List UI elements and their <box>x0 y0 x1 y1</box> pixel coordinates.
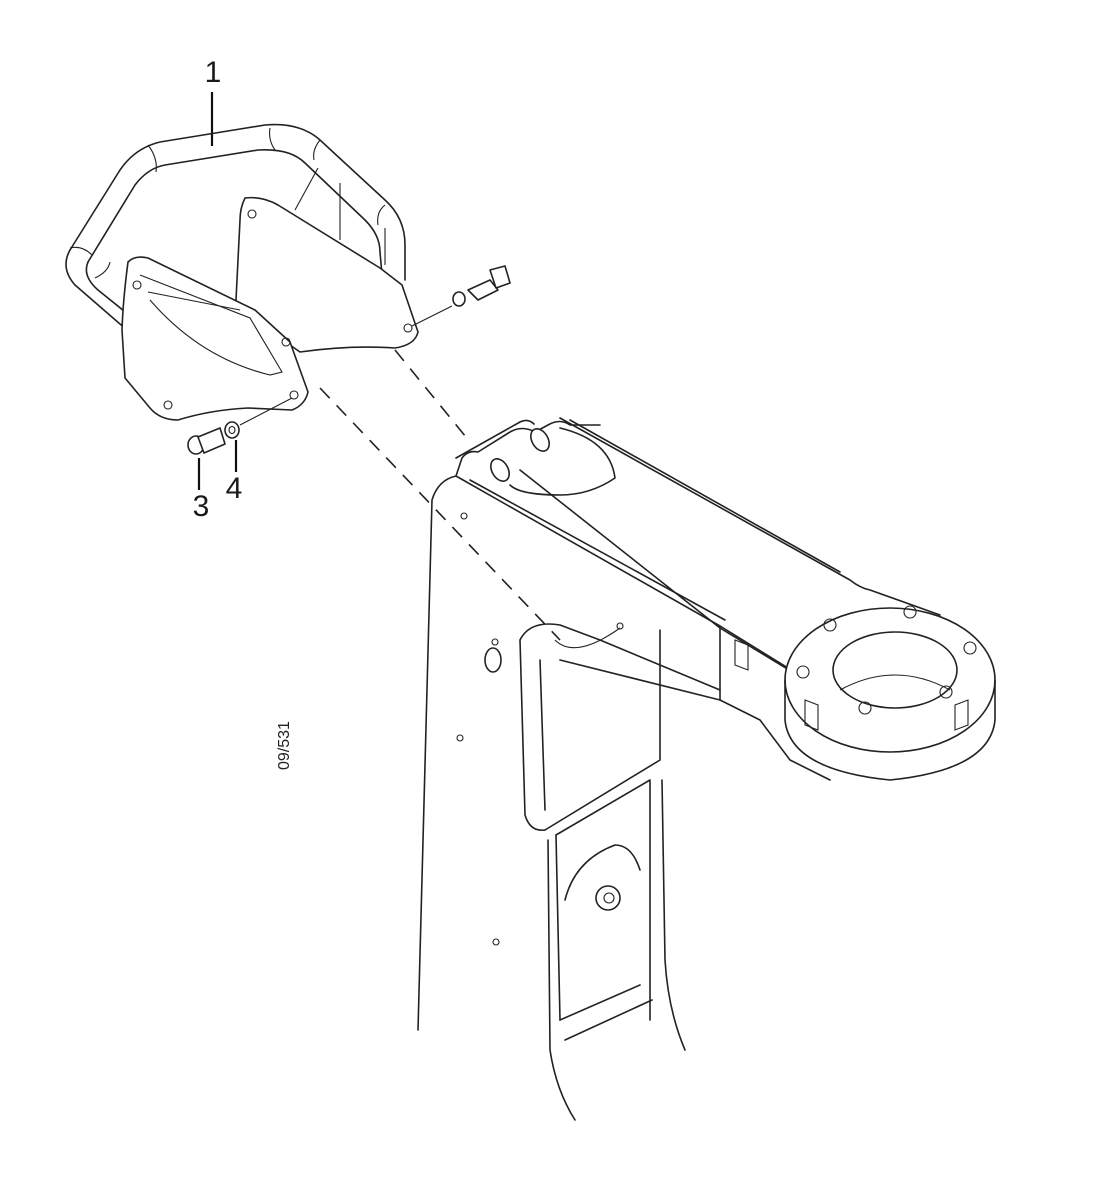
ring-mount <box>784 607 996 753</box>
callout-1-label: 1 <box>204 56 222 89</box>
callout-4-label: 4 <box>225 472 243 505</box>
mounting-plate-right <box>235 196 419 353</box>
tiller-frame <box>417 417 996 1121</box>
mounting-plate-left <box>121 256 309 421</box>
washer-4 <box>224 397 293 439</box>
bolt-3 <box>187 427 226 455</box>
snap-ring <box>484 647 502 673</box>
drawing-reference-code: 09/531 <box>276 721 293 770</box>
bolt-upper <box>411 265 511 327</box>
callout-3-label: 3 <box>192 490 210 523</box>
